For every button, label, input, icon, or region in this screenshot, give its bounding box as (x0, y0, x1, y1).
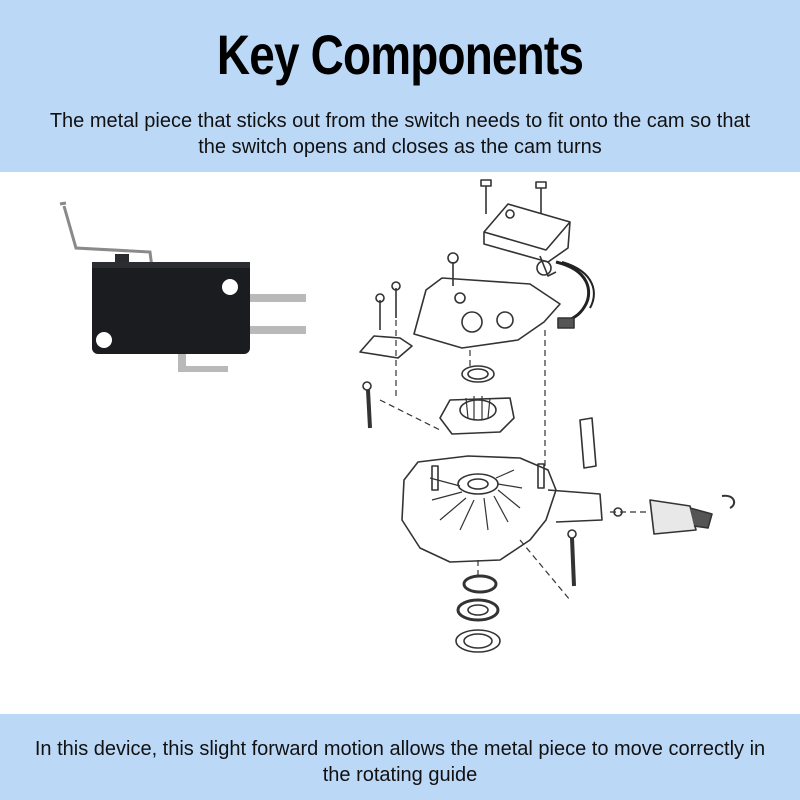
header-banner (0, 0, 800, 172)
footer-banner (0, 714, 800, 800)
illustration-area (59, 179, 736, 653)
page-subtitle: The metal piece that sticks out from the… (49, 110, 751, 158)
footer-caption: In this device, this slight forward moti… (34, 738, 766, 786)
page-title: Key Components (216, 23, 584, 86)
exploded-assembly-diagram (359, 179, 736, 653)
micro-switch-image (59, 201, 306, 372)
